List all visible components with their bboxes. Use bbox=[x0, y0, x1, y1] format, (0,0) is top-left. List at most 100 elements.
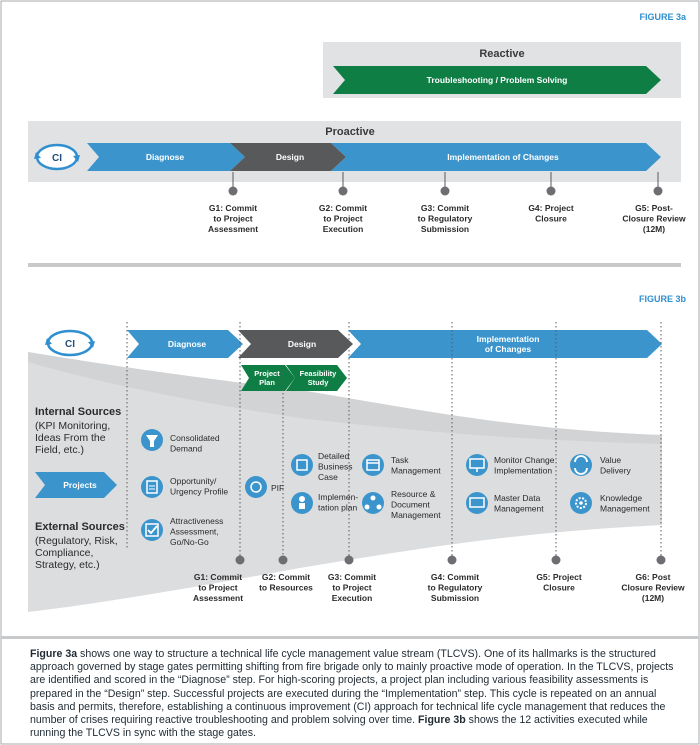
master-data-icon bbox=[469, 497, 485, 508]
phase-3b-implementation-arrow bbox=[348, 330, 662, 358]
implementation-plan-icon bbox=[299, 496, 305, 502]
phase-3b-diagnose-arrow bbox=[127, 330, 243, 358]
svg-text:PIF: PIF bbox=[271, 483, 284, 493]
activity-opportunity-profile: Opportunity/Urgency Profile bbox=[141, 476, 228, 498]
activity-pif: PIF bbox=[245, 476, 284, 498]
phase-design-arrow bbox=[230, 143, 346, 171]
projects-funnel bbox=[28, 352, 662, 612]
svg-text:G5: Post-Closure Review(12M): G5: Post-Closure Review(12M) bbox=[622, 203, 686, 234]
phase-diagnose-label: Diagnose bbox=[146, 152, 185, 162]
pif-icon bbox=[250, 481, 262, 493]
phase-3b-diagnose-label: Diagnose bbox=[168, 339, 207, 349]
funnel-shade bbox=[28, 352, 662, 444]
reactive-title: Reactive bbox=[479, 48, 524, 60]
projects-arrow bbox=[35, 472, 117, 498]
phase-3b-design-arrow bbox=[238, 330, 353, 358]
phase-design-label: Design bbox=[276, 152, 304, 162]
phase-3b-design-label: Design bbox=[288, 339, 316, 349]
figure-3a-label: FIGURE 3a bbox=[639, 12, 687, 22]
calendar-icon bbox=[366, 459, 380, 471]
business-case-icon bbox=[296, 459, 308, 471]
gate-dotted-lines bbox=[126, 322, 662, 558]
reactive-arrow-label: Troubleshooting / Problem Solving bbox=[427, 75, 568, 85]
activity-implementation-plan: Implemen-tation plan bbox=[291, 492, 358, 514]
figure-caption: Figure 3a shows one way to structure a t… bbox=[30, 648, 680, 740]
feasibility-study-arrow bbox=[286, 365, 347, 391]
reactive-arrow bbox=[333, 66, 661, 94]
ci-cycle-icon-3b: CI bbox=[45, 329, 95, 357]
caption-body-2: shows the 12 activities executed while r… bbox=[30, 714, 648, 740]
phase-implementation-arrow bbox=[331, 143, 661, 171]
svg-text:CI: CI bbox=[52, 153, 62, 164]
phase-implementation-label: Implementation of Changes bbox=[447, 152, 559, 162]
caption-body-1: shows one way to structure a technical l… bbox=[30, 648, 674, 727]
caption-lead: Figure 3a bbox=[30, 648, 78, 660]
gate-g5: G5: Post-Closure Review(12M) bbox=[622, 172, 686, 234]
svg-text:CI: CI bbox=[65, 339, 75, 350]
caption-lead-2: Figure 3b bbox=[418, 714, 466, 727]
clipboard-icon bbox=[146, 480, 158, 494]
svg-text:Implemen-tation plan: Implemen-tation plan bbox=[318, 492, 358, 513]
figure-3b-label: FIGURE 3b bbox=[639, 294, 687, 304]
external-sources-title: External Sources bbox=[35, 521, 125, 533]
caption-separator bbox=[1, 636, 699, 639]
ci-cycle-icon: CI bbox=[34, 143, 80, 171]
svg-text:Opportunity/Urgency Profile: Opportunity/Urgency Profile bbox=[170, 476, 228, 497]
knowledge-icon bbox=[575, 497, 587, 509]
external-sources-text: (Regulatory, Risk,Compliance,Strategy, e… bbox=[35, 535, 118, 571]
funnel-icon bbox=[146, 435, 158, 447]
checkbox-icon bbox=[145, 523, 159, 537]
project-plan-arrow bbox=[241, 365, 295, 391]
projects-label: Projects bbox=[63, 480, 97, 490]
document-network-icon bbox=[370, 495, 376, 501]
internal-sources-title: Internal Sources bbox=[35, 406, 121, 418]
figure-separator bbox=[28, 263, 681, 267]
phase-diagnose-arrow bbox=[87, 143, 245, 171]
value-delivery-icon bbox=[574, 455, 588, 463]
